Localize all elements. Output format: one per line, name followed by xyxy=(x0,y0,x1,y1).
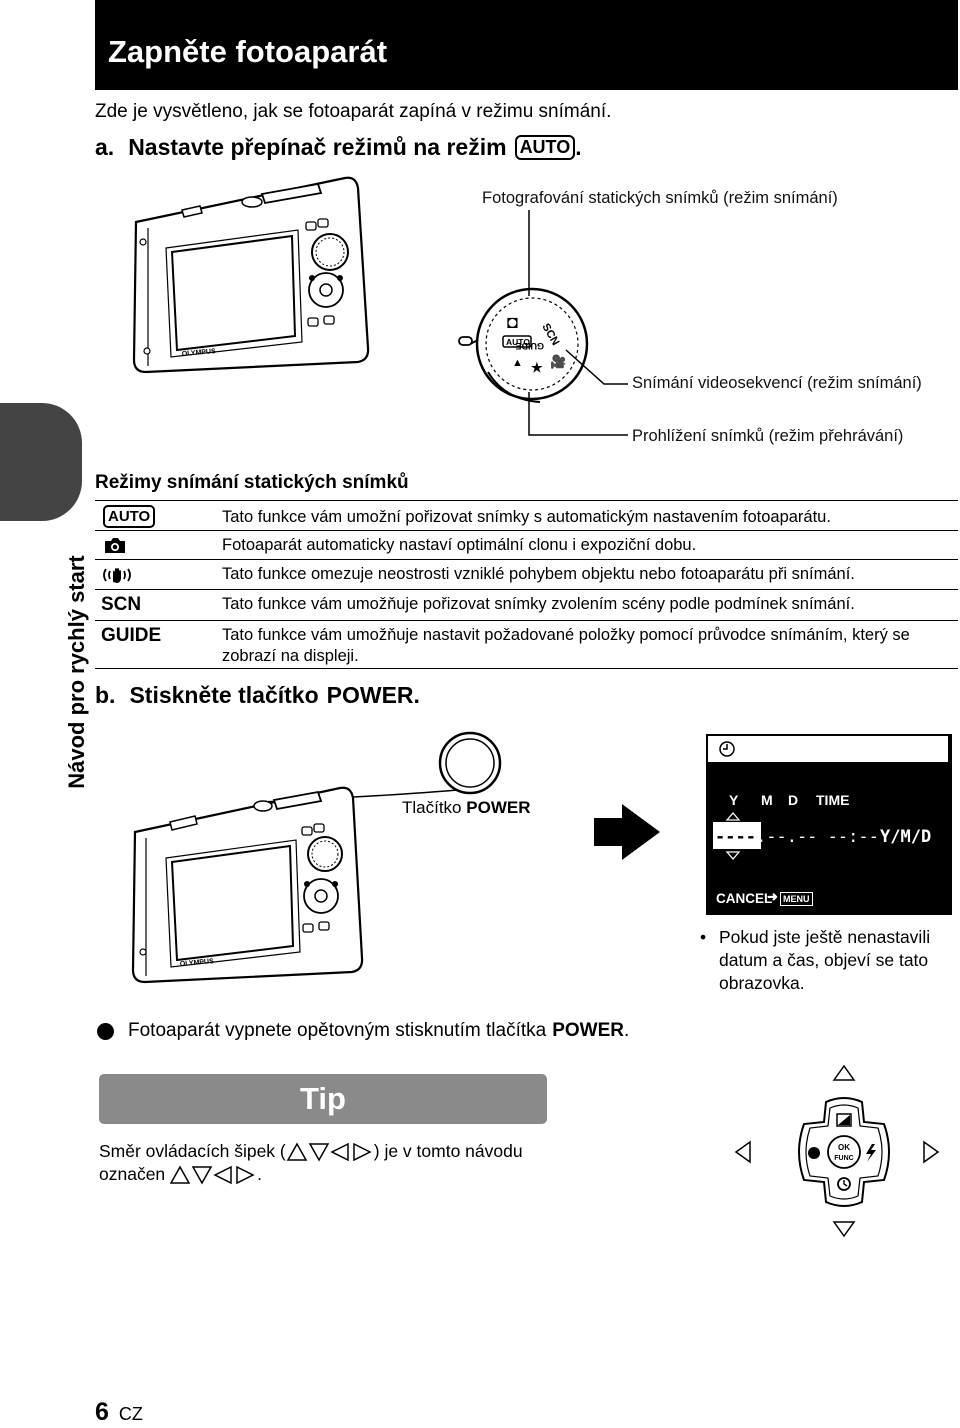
note-bullet: • xyxy=(700,927,707,947)
power-button-label: Tlačítko POWER xyxy=(402,798,531,818)
page-num: 6 xyxy=(95,1398,109,1426)
page-title: Zapněte fotoaparát xyxy=(108,34,388,69)
mode-row: AUTO Tato funkce vám umožní pořizovat sn… xyxy=(95,503,958,528)
camera-power-illustration: OLYMPUS xyxy=(131,731,660,984)
note-text: Pokud jste ještě nenastavili datum a čas… xyxy=(719,927,931,993)
side-tab xyxy=(0,403,82,521)
camera-brand: OLYMPUS xyxy=(180,958,215,968)
off-note-power: POWER xyxy=(552,1020,624,1041)
modes-divider xyxy=(95,589,958,590)
camera-top-illustration: OLYMPUS ◘ SCN AUTO GUIDE ▲ ★ 🎥 xyxy=(132,176,628,436)
dpad-illustration: OK FUNC xyxy=(734,1064,940,1238)
label-time: TIME xyxy=(816,792,850,808)
label-y: Y xyxy=(729,792,739,808)
year-field[interactable]: ---- xyxy=(715,827,756,847)
step-b-text: Stiskněte tlačítko xyxy=(129,682,319,708)
year-highlight xyxy=(713,822,761,849)
right-arrow-icon xyxy=(923,1140,940,1164)
off-note-text: Fotoaparát vypnete opětovným stisknutím … xyxy=(128,1020,547,1041)
auto-mode-icon: AUTO xyxy=(103,505,156,528)
clock-icon xyxy=(719,741,735,757)
step-b: b. Stiskněte tlačítko POWER . xyxy=(95,682,420,709)
label-m: M xyxy=(761,792,773,808)
mode-desc: Tato funkce vám umožňuje nastavit požado… xyxy=(222,626,910,665)
mode-desc: Tato funkce vám umožní pořizovat snímky … xyxy=(222,508,831,526)
mode-row: Tato funkce omezuje neostrosti vzniklé p… xyxy=(95,560,958,588)
date-fields: .--.-- --:-- xyxy=(756,827,879,847)
mode-desc: Fotoaparát automaticky nastaví optimální… xyxy=(222,536,697,554)
dpad-ok: OK xyxy=(838,1143,850,1152)
date-format: Y/M/D xyxy=(880,827,932,847)
power-off-note: Fotoaparát vypnete opětovným stisknutím … xyxy=(97,1020,629,1042)
svg-text:◘: ◘ xyxy=(507,312,518,332)
up-arrow-icon xyxy=(832,1064,856,1081)
down-arrow-icon xyxy=(725,851,741,860)
mode-row: Fotoaparát automaticky nastaví optimální… xyxy=(95,531,958,558)
tip-line2: označen xyxy=(99,1164,166,1184)
callout-movie: Snímání videosekvencí (režim snímání) xyxy=(632,374,922,392)
page-lang: CZ xyxy=(118,1404,143,1424)
arrow-keys-icon xyxy=(286,1141,372,1162)
step-a-text: Nastavte přepínač režimů na režim xyxy=(128,134,507,160)
mode-row: GUIDE Tato funkce vám umožňuje nastavit … xyxy=(95,621,958,667)
callout-still: Fotografování statických snímků (režim s… xyxy=(482,189,838,207)
modes-divider xyxy=(95,500,958,501)
down-arrow-icon xyxy=(832,1221,856,1238)
off-note-end: . xyxy=(624,1020,630,1041)
modes-divider xyxy=(95,559,958,560)
left-arrow-icon xyxy=(734,1140,751,1164)
header-bar xyxy=(95,0,958,90)
dpad-func: FUNC xyxy=(834,1155,853,1162)
step-a-letter: a. xyxy=(95,134,115,160)
tip-box xyxy=(99,1074,547,1124)
modes-divider xyxy=(95,620,958,621)
svg-text:★: ★ xyxy=(531,360,543,375)
tip-line1-end: ) je v tomto návodu xyxy=(373,1141,523,1161)
dial-guide: GUIDE xyxy=(515,341,544,351)
bullet-dot xyxy=(97,1022,114,1040)
mode-desc: Tato funkce vám umožňuje pořizovat snímk… xyxy=(222,595,855,613)
step-b-letter: b. xyxy=(95,682,116,708)
arrow-keys-icon xyxy=(169,1164,255,1185)
intro-text: Zde je vysvětleno, jak se fotoaparát zap… xyxy=(95,101,612,122)
macro-icon xyxy=(808,1147,820,1159)
up-arrow-icon xyxy=(725,812,741,821)
menu-badge: MENU xyxy=(780,892,813,906)
cancel-arrow-icon: ➜ xyxy=(767,889,778,904)
image-stabilizer-icon xyxy=(103,568,131,583)
page-number: 6 CZ xyxy=(95,1398,143,1427)
modes-divider xyxy=(95,530,958,531)
mode-row: SCN Tato funkce vám umožňuje pořizovat s… xyxy=(95,590,958,618)
scn-mode-icon: SCN xyxy=(101,594,142,615)
tip-line1-start: Směr ovládacích šipek ( xyxy=(99,1141,286,1161)
step-a-end: . xyxy=(575,134,582,160)
tip-title: Tip xyxy=(300,1081,346,1116)
flash-icon xyxy=(866,1144,876,1162)
camera-mode-icon xyxy=(105,538,125,553)
callout-playback: Prohlížení snímků (režim přehrávání) xyxy=(632,427,904,445)
step-b-end: . xyxy=(413,682,420,708)
modes-divider xyxy=(95,668,958,669)
svg-text:🎥: 🎥 xyxy=(550,354,566,369)
auto-badge: AUTO xyxy=(514,135,576,160)
power-label-text: Tlačítko xyxy=(402,798,462,817)
power-label-word: POWER xyxy=(466,798,531,817)
label-d: D xyxy=(788,792,799,808)
guide-mode-icon: GUIDE xyxy=(101,625,162,646)
camera-brand: OLYMPUS xyxy=(182,348,217,358)
date-time-screen: Y M D TIME ---- .--.-- --:-- Y/M/D CANCE… xyxy=(706,734,952,915)
cancel-label: CANCEL xyxy=(716,891,773,906)
svg-text:▲: ▲ xyxy=(512,357,523,369)
screen-header xyxy=(708,736,948,762)
modes-title: Režimy snímání statických snímků xyxy=(95,472,409,493)
power-word: POWER xyxy=(326,682,414,708)
tip-text: Směr ovládacích šipek ( ) je v tomto náv… xyxy=(99,1141,523,1185)
mode-desc: Tato funkce omezuje neostrosti vzniklé p… xyxy=(222,565,855,583)
step-a: a. Nastavte přepínač režimů na režim AUT… xyxy=(95,134,582,161)
dial-auto: AUTO xyxy=(506,337,530,347)
